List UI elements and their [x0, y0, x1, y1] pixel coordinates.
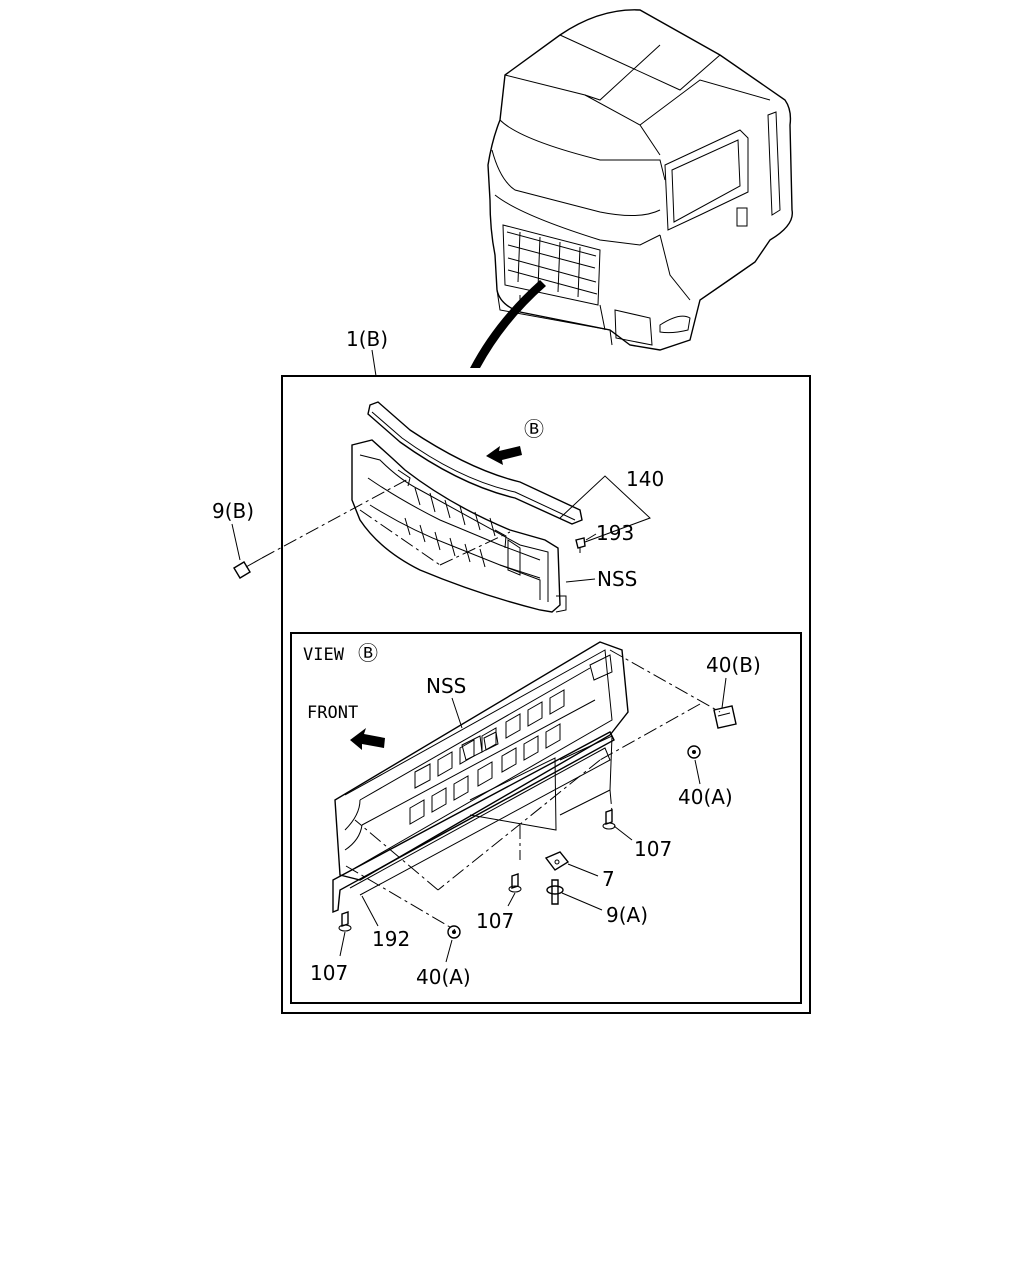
view-marker-b-inner: Ⓑ: [358, 641, 378, 665]
clip-7-icon: [544, 851, 570, 871]
clip-107-mid-icon: [508, 873, 522, 893]
label-part-107-right: 107: [634, 837, 672, 861]
label-part-9b: 9(B): [212, 499, 254, 523]
grille-rear-view-illustration: [332, 641, 629, 914]
label-part-107-left: 107: [310, 961, 348, 985]
label-part-192: 192: [372, 927, 410, 951]
front-arrow: [350, 728, 385, 750]
bolt-9a-icon: [546, 879, 564, 905]
label-part-7: 7: [602, 867, 615, 891]
view-marker-b-top: Ⓑ: [524, 417, 544, 441]
label-nss-inner: NSS: [426, 674, 466, 698]
label-view-title: VIEW: [303, 645, 345, 665]
bolt-9b-icon: [233, 557, 263, 579]
label-front: FRONT: [307, 703, 358, 723]
label-part-40a-bottom: 40(A): [416, 965, 471, 989]
label-assembly: 1(B): [346, 327, 388, 351]
label-part-107-mid: 107: [476, 909, 514, 933]
clip-107-left-icon: [338, 911, 352, 932]
clip-107-right-icon: [602, 809, 616, 830]
label-part-40a-right: 40(A): [678, 785, 733, 809]
label-part-140: 140: [626, 467, 664, 491]
truck-cab-illustration: [470, 9, 794, 368]
clip-40b-icon: [713, 705, 737, 729]
label-nss-top: NSS: [597, 567, 637, 591]
nut-40a-right-icon: [687, 745, 701, 759]
view-b-frame: [290, 632, 802, 1004]
assembly-frame: [281, 375, 811, 1014]
view-direction-arrow: [486, 446, 522, 465]
label-part-40b: 40(B): [706, 653, 761, 677]
label-part-9a: 9(A): [606, 903, 648, 927]
grille-assembly-illustration: [351, 401, 583, 613]
nut-40a-bottom-icon: [447, 925, 461, 939]
clip-193-icon: [575, 537, 586, 553]
label-part-193: 193: [596, 521, 634, 545]
